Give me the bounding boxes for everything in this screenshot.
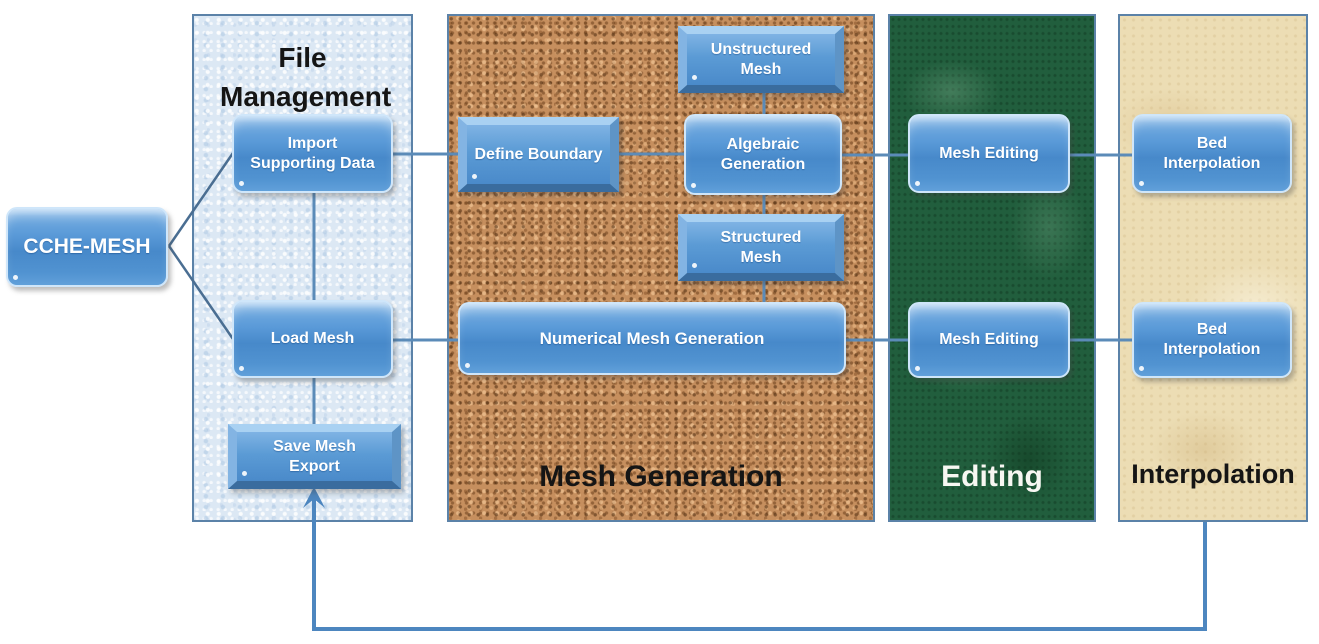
panel-title-editing: Editing <box>941 460 1043 493</box>
node-mesh-editing-top: Mesh Editing <box>908 114 1070 193</box>
panel-title-interpolation: Interpolation <box>1131 459 1295 489</box>
node-save-mesh-export: Save Mesh Export <box>228 424 401 489</box>
node-define-boundary-label: Define Boundary <box>474 145 603 163</box>
node-bed-interpolation-top: Bed Interpolation <box>1132 114 1292 193</box>
node-algebraic-generation: Algebraic Generation <box>684 114 842 195</box>
node-structured-mesh: Structured Mesh <box>678 214 844 281</box>
node-unstructured-mesh-label: Unstructured Mesh <box>710 40 812 78</box>
node-load-mesh: Load Mesh <box>232 300 393 378</box>
panel-interpolation: Interpolation <box>1118 14 1308 522</box>
panel-title-file-management: File Management <box>220 42 392 112</box>
node-unstructured-mesh: Unstructured Mesh <box>678 26 844 93</box>
node-cche-mesh: CCHE-MESH <box>6 207 168 287</box>
node-import-supporting-data: Import Supporting Data <box>232 114 393 193</box>
node-load-mesh-label: Load Mesh <box>270 330 355 347</box>
node-cche-mesh-label: CCHE-MESH <box>23 234 151 258</box>
node-define-boundary: Define Boundary <box>458 117 619 192</box>
panel-mesh-generation: Mesh Generation <box>447 14 875 522</box>
node-algebraic-generation-label: Algebraic Generation <box>720 135 806 173</box>
node-import-supporting-data-label: Import Supporting Data <box>250 134 375 172</box>
node-bed-interpolation-bottom-label: Bed Interpolation <box>1163 321 1261 358</box>
panel-editing: Editing <box>888 14 1096 522</box>
node-structured-mesh-label: Structured Mesh <box>720 228 802 266</box>
node-numerical-mesh-generation: Numerical Mesh Generation <box>458 302 846 375</box>
panel-file-management: File Management <box>192 14 413 522</box>
node-bed-interpolation-top-label: Bed Interpolation <box>1163 134 1261 172</box>
node-numerical-mesh-generation-label: Numerical Mesh Generation <box>539 328 765 348</box>
node-mesh-editing-bottom-label: Mesh Editing <box>939 331 1039 348</box>
node-save-mesh-export-label: Save Mesh Export <box>273 437 356 475</box>
node-mesh-editing-bottom: Mesh Editing <box>908 302 1070 378</box>
node-mesh-editing-top-label: Mesh Editing <box>939 144 1039 162</box>
panel-title-mesh-generation: Mesh Generation <box>539 460 783 493</box>
node-bed-interpolation-bottom: Bed Interpolation <box>1132 302 1292 378</box>
